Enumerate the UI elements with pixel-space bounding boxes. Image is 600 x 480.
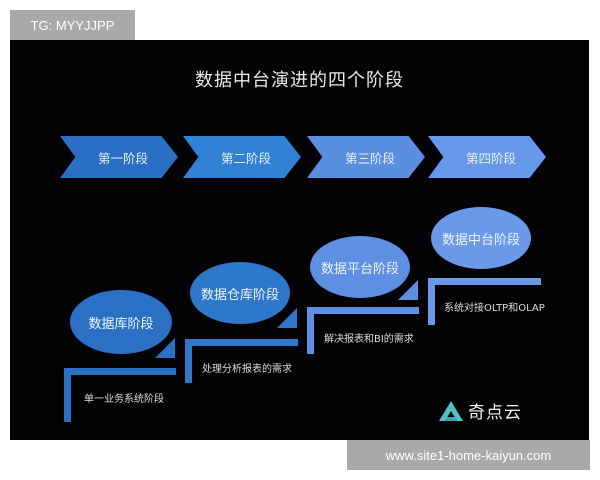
stage-name: 数据库阶段 [88,316,154,332]
stage-bracket-top [64,368,176,375]
triangle-logo-icon [439,400,463,421]
phase-chevron-2: 第二阶段 [183,136,301,178]
diagram-panel: 数据中台演进的四个阶段 第一阶段 第二阶段 第三阶段 第四阶段 数据库阶段 单一… [10,40,589,440]
phase-chevron-1: 第一阶段 [60,136,178,178]
stage-name: 数据仓库阶段 [200,287,279,303]
stage-description: 处理分析报表的需求 [202,364,292,375]
stage-name: 数据中台阶段 [441,232,520,248]
stage-description: 系统对接OLTP和OLAP [444,303,545,314]
stage-bracket-top [307,307,419,314]
stage-ellipse-2: 数据仓库阶段 [190,262,290,324]
phase-chevron-3: 第三阶段 [307,136,425,178]
phase-label: 第一阶段 [97,150,148,166]
stage-bracket-top [185,339,298,346]
diagram-title: 数据中台演进的四个阶段 [195,70,404,91]
stage-description: 单一业务系统阶段 [84,394,164,405]
stage-ellipse-1: 数据库阶段 [70,290,172,354]
phase-label: 第三阶段 [344,150,395,166]
brand-logo: 奇点云 [438,398,522,423]
phase-label: 第四阶段 [465,150,516,166]
watermark-top: TG: MYYJJPP [10,10,135,40]
stage-bracket-side [64,368,71,422]
phase-chevron-4: 第四阶段 [428,136,546,178]
stage-bracket-top [428,278,541,285]
stage-bracket-side [428,278,435,325]
stage-ellipse-4: 数据中台阶段 [431,207,531,269]
stage-bracket-side [185,339,192,383]
stage-description: 解决报表和BI的需求 [324,334,414,345]
phase-label: 第二阶段 [220,150,271,166]
brand-name: 奇点云 [468,403,522,423]
stage-ellipse-3: 数据平台阶段 [310,236,410,298]
stage-name: 数据平台阶段 [320,261,399,277]
watermark-bottom: www.site1-home-kaiyun.com [347,440,590,470]
stage-bracket-side [307,307,314,354]
